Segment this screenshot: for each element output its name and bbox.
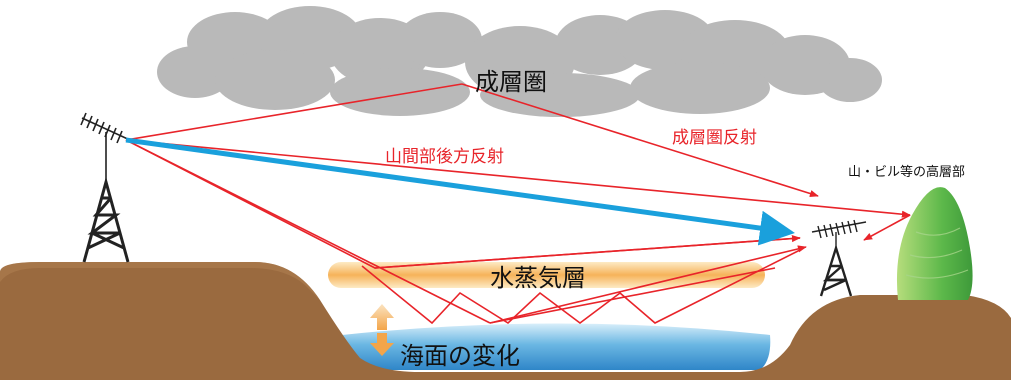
label-stratosphere-reflection: 成層圏反射 [672,128,757,148]
up-down-arrow-icon [370,304,394,356]
ray-sea-to-vapor [489,267,776,324]
label-sea-change: 海面の変化 [400,342,520,370]
rx-antenna [811,219,867,248]
rx-tower [819,243,853,297]
ray-tx-to-stratosphere [125,83,463,141]
ray-tx-to-sea [125,139,491,324]
ray-mountain-back [863,214,911,241]
direct-ray [125,137,795,246]
ray-stratosphere-reflection [461,83,819,198]
label-high-objects: 山・ビル等の高層部 [848,164,965,180]
ray-tx-to-mountain [125,139,911,218]
reflection-rays [125,83,911,325]
ground [0,262,1011,380]
tx-tower [82,176,130,263]
label-mountain-back-reflection: 山間部後方反射 [385,147,504,167]
vapor-layer [328,262,765,288]
ray-sea-multipath [361,249,801,325]
label-vapor-layer: 水蒸気層 [490,264,586,292]
label-stratosphere: 成層圏 [475,68,547,96]
stratosphere-cloud [157,6,882,117]
yagi-antenna-icon [80,112,131,182]
high-mountain [896,187,973,300]
sea-surface [341,323,771,370]
